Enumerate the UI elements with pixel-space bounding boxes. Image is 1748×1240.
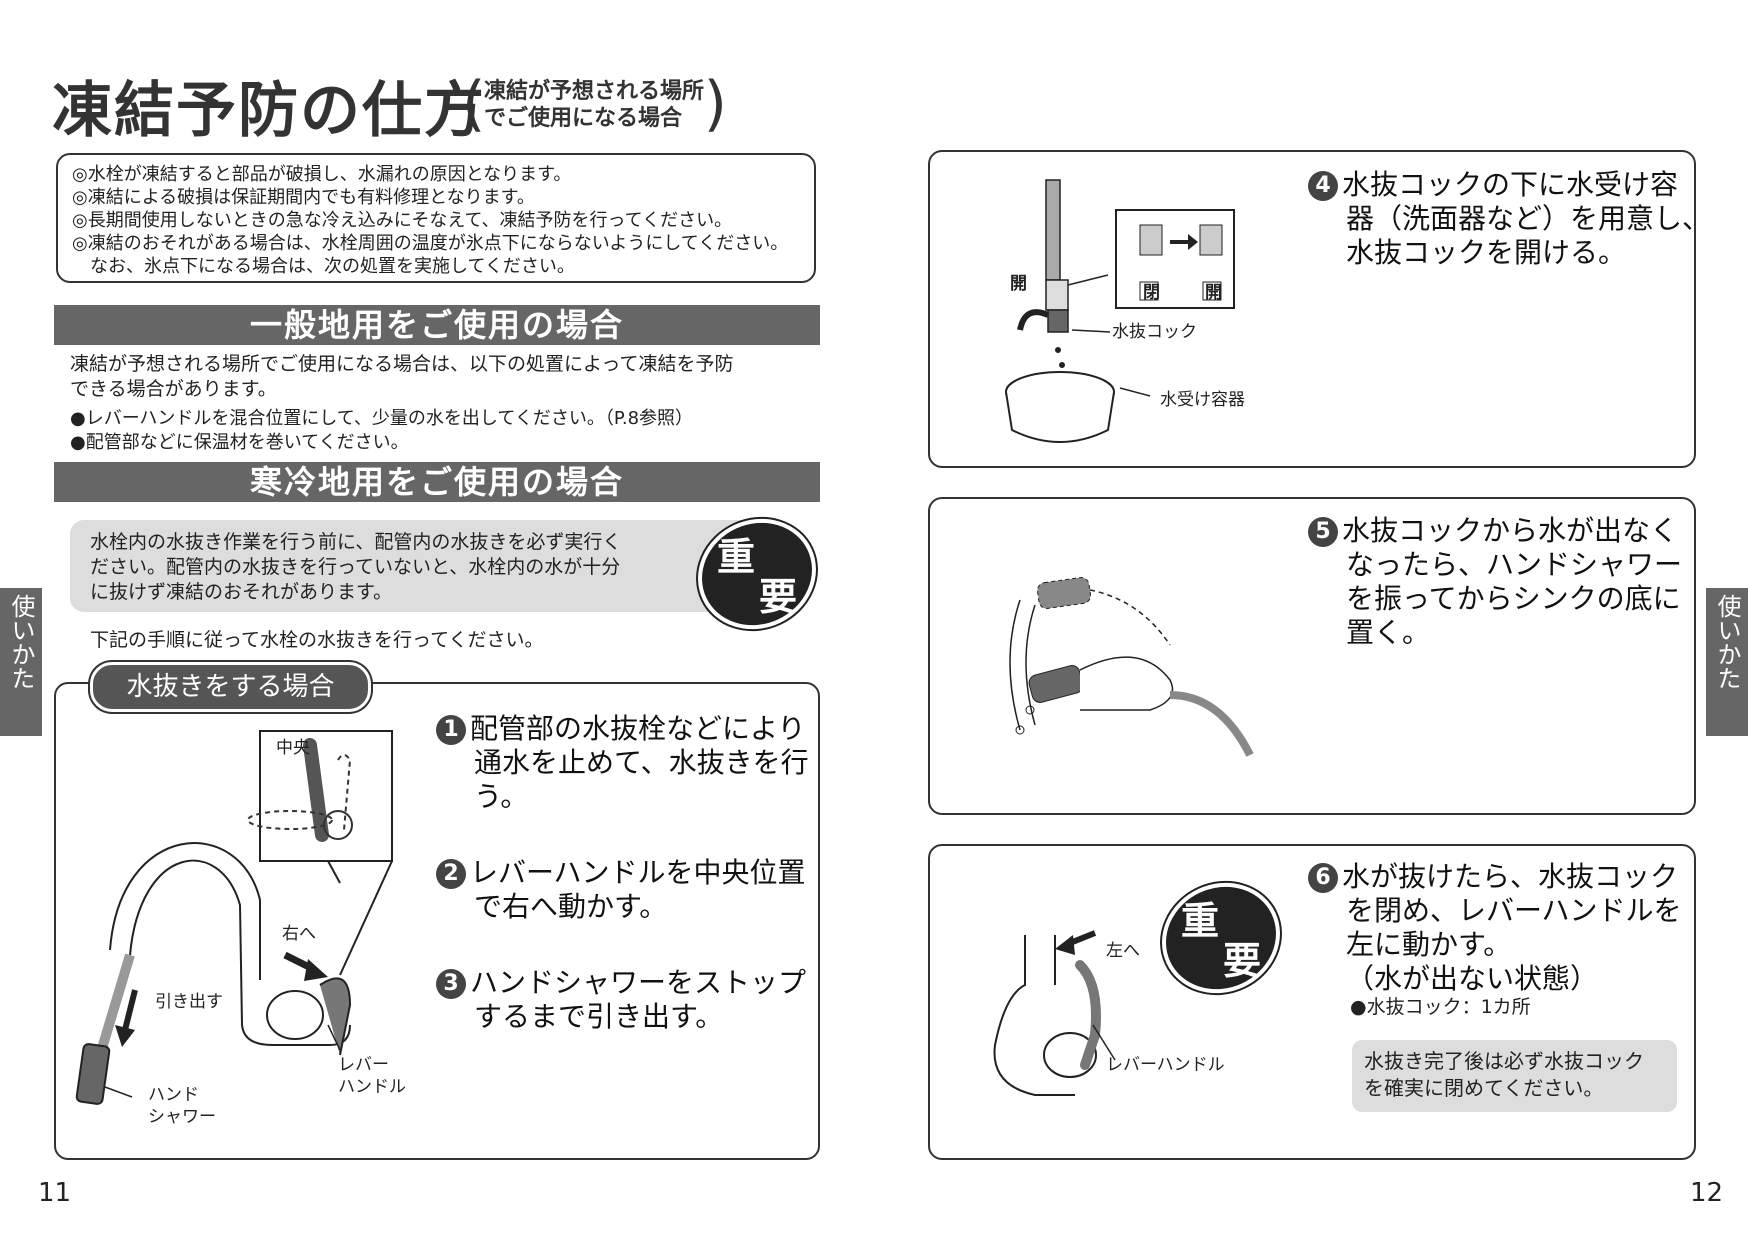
final-note-line: 水抜き完了後は必ず水抜コック — [1364, 1049, 1644, 1073]
juyo-char-1: 重 — [1181, 899, 1219, 943]
juyo-char-2: 要 — [759, 575, 797, 619]
cold-heading: 寒冷地用をご使用の場合 — [54, 462, 820, 502]
lever-left-illustration — [993, 930, 1116, 1096]
final-note-line: を確実に閉めてください。 — [1364, 1076, 1604, 1100]
drain-tab: 水抜きをする場合 — [90, 662, 371, 712]
general-line: できる場合があります。 — [70, 378, 277, 400]
important-badge: 重 要 — [696, 516, 818, 632]
hand-shower-label: ハンドシャワー — [148, 1085, 216, 1127]
page-number-right: 12 — [1690, 1178, 1724, 1208]
step-6-box — [928, 844, 1696, 1160]
faucet-illustration — [75, 730, 393, 1105]
juyo-char-2: 要 — [1223, 939, 1261, 983]
subtitle-line-2: でご使用になる場合 — [484, 106, 683, 131]
general-heading: 一般地用をご使用の場合 — [54, 305, 820, 345]
close-label: 閉 — [1143, 283, 1160, 303]
notice-line: ◎長期間使用しないときの急な冷え込みにそなえて、凍結予防を行ってください。 — [72, 210, 733, 231]
open-label: 開 — [1010, 274, 1027, 294]
water-container-label: 水受け容器 — [1160, 390, 1245, 410]
notice-line: なお、氷点下になる場合は、次の処置を実施してください。 — [72, 256, 575, 277]
lever-label: レバーハンドル — [338, 1055, 406, 1097]
step-5-box — [928, 497, 1696, 815]
side-tab-left: 使いかた — [0, 588, 42, 736]
drain-steps-box — [54, 682, 820, 1160]
open-box-label: 開 — [1205, 283, 1222, 303]
final-note: 水抜き完了後は必ず水抜コック を確実に閉めてください。 — [1352, 1040, 1677, 1112]
pull-label: 引き出す — [155, 992, 223, 1012]
step-6-note: ●水抜コック：1カ所 — [1350, 996, 1531, 1018]
step-4-box — [928, 150, 1696, 468]
subtitle-line-1: 凍結が予想される場所 — [484, 79, 705, 104]
notice-line: ◎水栓が凍結すると部品が破損し、水漏れの原因となります。 — [72, 164, 572, 185]
warning-line: 水栓内の水抜き作業を行う前に、配管内の水抜きを必ず実行く — [90, 531, 622, 553]
important-badge: 重 要 — [1160, 880, 1282, 996]
title-subtitle: () 凍結が予想される場所 でご使用になる場合 — [462, 69, 727, 139]
general-line: ●レバーハンドルを混合位置にして、少量の水を出してください。（P.8参照） — [70, 408, 694, 429]
notice-line: ◎凍結による破損は保証期間内でも有料修理となります。 — [72, 187, 535, 208]
drain-cock-illustration — [1005, 179, 1235, 443]
page-title: 凍結予防の仕方 — [52, 76, 486, 146]
notice-box: ◎水栓が凍結すると部品が破損し、水漏れの原因となります。 ◎凍結による破損は保証… — [56, 153, 816, 283]
left-label: 左へ — [1106, 941, 1140, 961]
lever-handle-label: レバーハンドル — [1106, 1055, 1225, 1075]
general-line: ●配管部などに保温材を巻いてください。 — [70, 432, 409, 453]
warning-line: に抜けず凍結のおそれがあります。 — [90, 581, 393, 603]
side-tab-right: 使いかた — [1706, 588, 1748, 736]
cold-warning: 水栓内の水抜き作業を行う前に、配管内の水抜きを必ず実行く ださい。配管内の水抜き… — [70, 520, 760, 612]
warning-line: ださい。配管内の水抜きを行っていないと、水栓内の水が十分 — [90, 556, 621, 578]
center-label: 中央 — [276, 738, 310, 758]
shake-shower-illustration — [1009, 577, 1254, 757]
page-number-left: 11 — [38, 1178, 72, 1208]
right-label: 右へ — [282, 924, 316, 944]
drain-cock-label: 水抜コック — [1112, 322, 1197, 342]
general-line: 凍結が予想される場所でご使用になる場合は、以下の処置によって凍結を予防 — [70, 353, 734, 375]
cold-instruction: 下記の手順に従って水栓の水抜きを行ってください。 — [90, 629, 544, 651]
juyo-char-1: 重 — [717, 535, 755, 579]
notice-line: ◎凍結のおそれがある場合は、水栓周囲の温度が氷点下にならないようにしてください。 — [72, 233, 789, 254]
